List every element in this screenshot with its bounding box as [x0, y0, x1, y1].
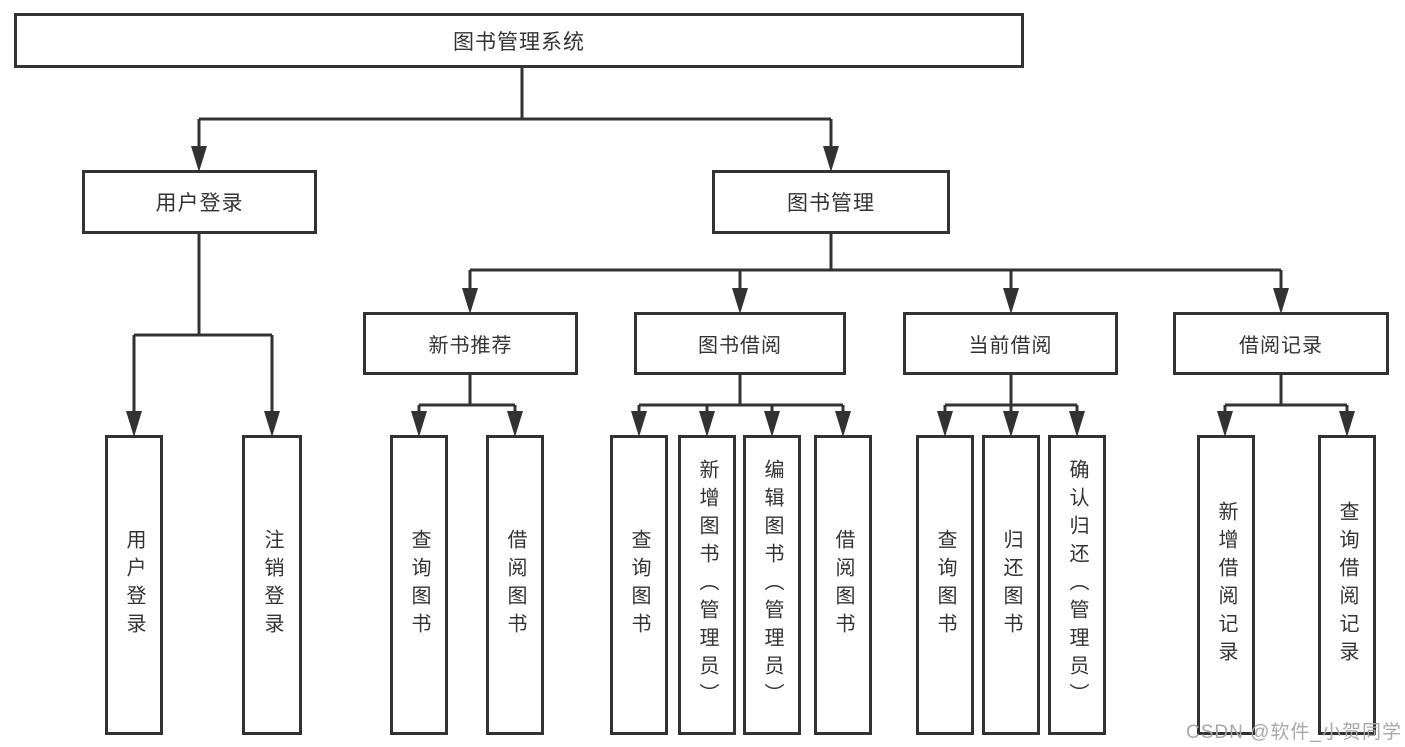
leaf-add-books-admin: 新增图书（管理员）	[678, 435, 736, 735]
leaf-query-books-borrow: 查询图书	[610, 435, 668, 735]
leaf-borrow-books: 借阅图书	[814, 435, 872, 735]
node-current-borrowing: 当前借阅	[903, 312, 1118, 375]
leaf-query-books-current: 查询图书	[916, 435, 974, 735]
leaf-borrow-books-recommend: 借阅图书	[486, 435, 544, 735]
node-borrowing-records: 借阅记录	[1173, 312, 1389, 375]
leaf-confirm-return-admin: 确认归还（管理员）	[1048, 435, 1106, 735]
node-user-login: 用户登录	[82, 170, 317, 234]
leaf-edit-books-admin: 编辑图书（管理员）	[743, 435, 801, 735]
leaf-user-login: 用户登录	[105, 435, 163, 735]
node-new-book-recommendation: 新书推荐	[363, 312, 578, 375]
leaf-add-borrow-record: 新增借阅记录	[1197, 435, 1255, 735]
node-book-borrowing: 图书借阅	[634, 312, 846, 375]
node-library-management-system: 图书管理系统	[14, 13, 1024, 68]
csdn-watermark: CSDN @软件_小贺同学	[1186, 722, 1402, 743]
leaf-return-books: 归还图书	[982, 435, 1040, 735]
node-book-management: 图书管理	[712, 170, 950, 234]
leaf-logout: 注销登录	[242, 435, 302, 735]
leaf-query-borrow-record: 查询借阅记录	[1318, 435, 1376, 735]
leaf-query-books-recommend: 查询图书	[390, 435, 448, 735]
